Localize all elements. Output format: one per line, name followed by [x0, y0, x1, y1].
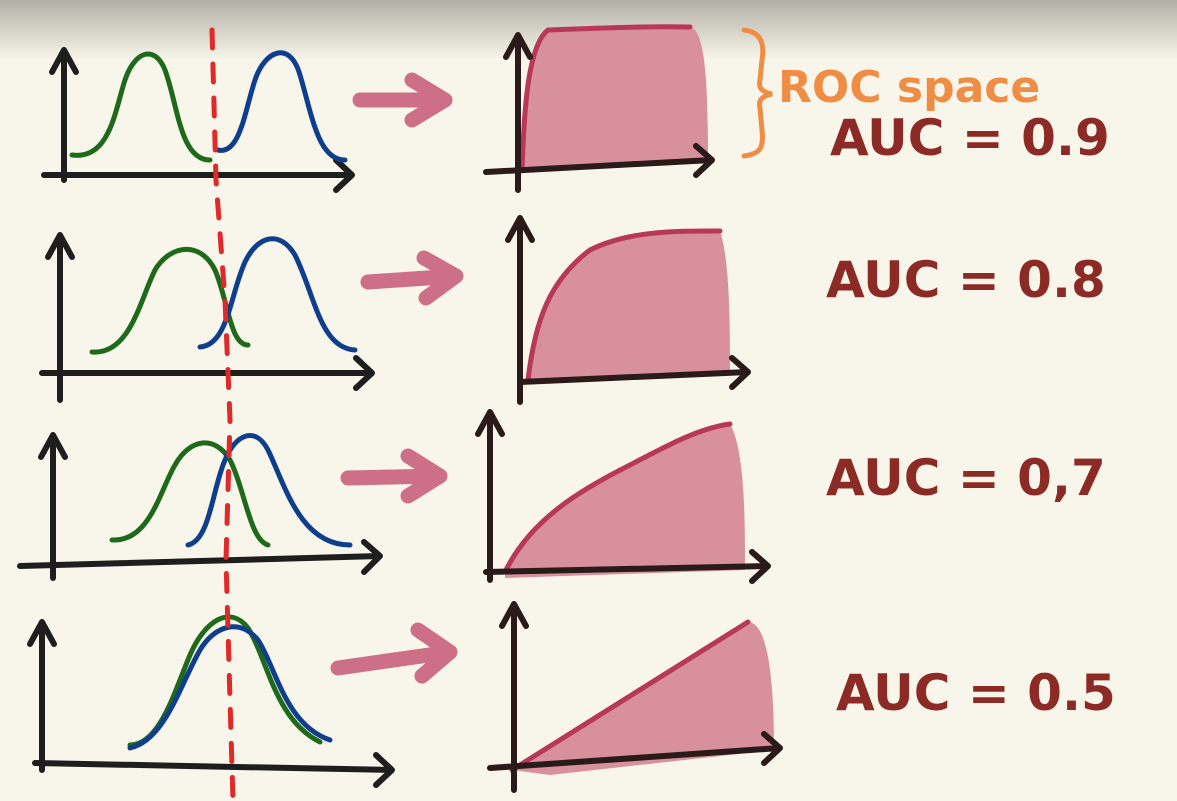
row-1 — [41, 24, 715, 193]
x-axis — [483, 549, 771, 584]
auc-area — [512, 622, 774, 775]
auc-label-1: AUC = 0.9 — [830, 109, 1110, 167]
y-axis — [505, 215, 535, 405]
roc-space-brace — [741, 27, 773, 159]
x-axis — [32, 752, 395, 788]
roc-curve — [519, 24, 693, 173]
roc-plot-1 — [483, 24, 715, 193]
roc-plot-3 — [475, 409, 771, 584]
x-axis — [17, 539, 383, 575]
row-2 — [39, 215, 751, 405]
roc-plot-2 — [505, 215, 751, 405]
auc-area — [505, 424, 745, 578]
x-axis — [41, 157, 355, 193]
negative-distribution-curve — [109, 440, 271, 548]
positive-distribution-curve — [185, 433, 353, 548]
positive-distribution-curve — [215, 50, 348, 163]
decision-threshold-line — [209, 27, 236, 801]
auc-label-4: AUC = 0.5 — [836, 664, 1116, 722]
auc-label-2: AUC = 0.8 — [826, 251, 1106, 309]
roc-curve — [525, 228, 723, 383]
row-4 — [27, 601, 783, 793]
y-axis — [27, 619, 57, 773]
distribution-plot-4 — [27, 614, 395, 788]
arrow-2 — [360, 250, 464, 306]
negative-distribution-curve — [69, 51, 213, 163]
row-3 — [17, 409, 771, 584]
roc-curve — [502, 421, 733, 575]
roc-space-label: ROC space — [778, 62, 1040, 113]
y-axis — [503, 32, 533, 193]
y-axis — [38, 432, 68, 581]
auc-label-3: AUC = 0,7 — [826, 449, 1106, 507]
roc-plot-4 — [487, 601, 783, 793]
arrow-1 — [352, 72, 453, 128]
y-axis — [49, 47, 79, 183]
distribution-plot-2 — [39, 232, 375, 403]
distribution-plot-3 — [17, 432, 383, 581]
y-axis — [475, 409, 505, 583]
x-axis — [39, 355, 375, 391]
auc-area — [528, 230, 730, 382]
x-axis — [517, 355, 751, 390]
distribution-plot-1 — [41, 47, 355, 193]
x-axis — [487, 731, 783, 771]
auc-area — [522, 26, 708, 173]
x-axis — [483, 143, 715, 178]
y-axis — [499, 601, 529, 793]
roc-curve — [509, 619, 751, 773]
arrow-3 — [340, 448, 448, 504]
roc-space-annotation: ROC space — [741, 27, 1040, 159]
arrow-4 — [330, 622, 458, 684]
